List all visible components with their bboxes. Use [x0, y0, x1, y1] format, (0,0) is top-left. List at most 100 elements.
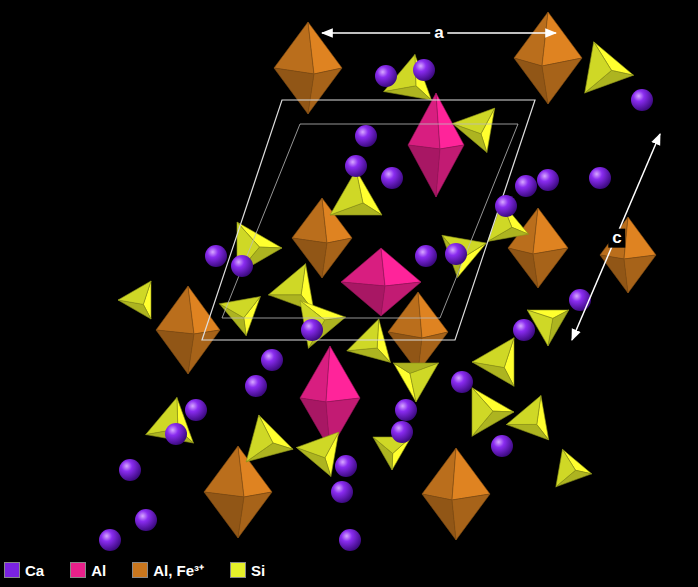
- ca-atom: [355, 125, 377, 147]
- polyhedron-face: [542, 58, 582, 104]
- ca-atom: [135, 509, 157, 531]
- al-octahedron: [300, 346, 360, 450]
- ca-atom: [413, 59, 435, 81]
- legend-text: Si: [251, 562, 265, 579]
- ca-atom: [537, 169, 559, 191]
- polyhedron-face: [410, 363, 439, 402]
- polyhedron-face: [204, 446, 244, 497]
- polyhedron-face: [308, 22, 342, 74]
- polyhedron-face: [300, 301, 325, 349]
- polyhedron-face: [452, 494, 490, 540]
- ca-atom: [245, 375, 267, 397]
- polyhedron-face: [274, 22, 314, 74]
- ca-atom: [415, 245, 437, 267]
- si-tetrahedron: [585, 42, 634, 93]
- legend-text: Al: [91, 562, 106, 579]
- si-tetrahedron: [472, 338, 514, 386]
- polyhedron-face: [624, 217, 656, 259]
- legend-swatch: [230, 562, 246, 578]
- al-fe-octahedron: [514, 12, 582, 104]
- si-tetrahedron: [300, 301, 346, 349]
- polyhedron-face: [514, 58, 548, 104]
- polyhedron-face: [268, 264, 305, 295]
- ca-atom: [513, 319, 535, 341]
- ca-atom: [301, 319, 323, 341]
- legend: Ca Al Al, Fe³⁺ Si: [4, 560, 291, 580]
- ca-atom: [391, 421, 413, 443]
- ca-atom: [345, 155, 367, 177]
- ca-atom: [335, 455, 357, 477]
- legend-text: Al, Fe³⁺: [153, 560, 204, 580]
- polyhedron-face: [188, 286, 220, 334]
- polyhedron-face: [506, 424, 548, 439]
- polyhedron-face: [322, 238, 352, 278]
- polyhedron-face: [292, 198, 327, 243]
- polyhedron-face: [472, 338, 514, 368]
- al-fe-octahedron: [388, 292, 448, 372]
- polyhedron-face: [308, 68, 342, 114]
- al-fe-octahedron: [156, 286, 220, 374]
- unit-cell-outline: [202, 100, 535, 340]
- polyhedron-face: [118, 281, 151, 304]
- ca-atom: [231, 255, 253, 277]
- legend-item: Ca: [4, 562, 44, 579]
- polyhedron-face: [506, 396, 540, 425]
- ca-atom: [495, 195, 517, 217]
- polyhedron-face: [436, 145, 464, 197]
- legend-text: Ca: [25, 562, 44, 579]
- si-tetrahedron: [442, 235, 486, 277]
- si-tetrahedron: [347, 319, 390, 362]
- polyhedron-face: [381, 282, 421, 316]
- polyhedron-face: [422, 448, 456, 500]
- ca-atom: [589, 167, 611, 189]
- legend-item: Al, Fe³⁺: [132, 560, 204, 580]
- ca-atom: [339, 529, 361, 551]
- legend-swatch: [132, 562, 148, 578]
- polyhedron-face: [585, 42, 612, 93]
- si-tetrahedron: [472, 388, 514, 436]
- polyhedron-face: [219, 297, 260, 318]
- ca-atom: [451, 371, 473, 393]
- si-tetrahedron: [246, 415, 293, 462]
- legend-item: Al: [70, 562, 106, 579]
- polyhedron-face: [204, 492, 244, 538]
- polyhedron-face: [300, 346, 330, 402]
- al-octahedron: [341, 248, 421, 316]
- polyhedron-face: [452, 448, 490, 500]
- ca-atom: [569, 289, 591, 311]
- polyhedron-face: [246, 415, 273, 462]
- polyhedron-face: [341, 282, 385, 316]
- al-fe-octahedron: [204, 446, 272, 538]
- legend-swatch: [70, 562, 86, 578]
- axis-label: a: [430, 24, 447, 43]
- polyhedron-face: [422, 494, 456, 540]
- polyhedron-face: [533, 248, 568, 288]
- ca-atom: [381, 167, 403, 189]
- axis-label: c: [608, 229, 625, 248]
- polyhedron-face: [600, 255, 628, 293]
- polyhedron-face: [238, 492, 272, 538]
- al-octahedron: [408, 93, 464, 197]
- legend-swatch: [4, 562, 20, 578]
- si-tetrahedron: [506, 396, 548, 440]
- si-tetrahedron: [118, 281, 151, 319]
- si-tetrahedron: [296, 432, 338, 476]
- polyhedron-face: [542, 12, 582, 66]
- polyhedron-face: [533, 208, 568, 254]
- polyhedron-face: [452, 108, 494, 134]
- ca-atom: [205, 245, 227, 267]
- ca-atom: [491, 435, 513, 457]
- ca-atom: [375, 65, 397, 87]
- unit-cell-outline: [222, 124, 518, 318]
- ca-atom: [99, 529, 121, 551]
- si-tetrahedron: [219, 297, 260, 336]
- polyhedron-face: [341, 248, 385, 286]
- polyhedron-face: [156, 330, 194, 374]
- ca-atom: [165, 423, 187, 445]
- ca-atom: [185, 399, 207, 421]
- unit-cell: [202, 100, 535, 340]
- si-tetrahedron: [393, 363, 438, 402]
- ca-atom: [395, 399, 417, 421]
